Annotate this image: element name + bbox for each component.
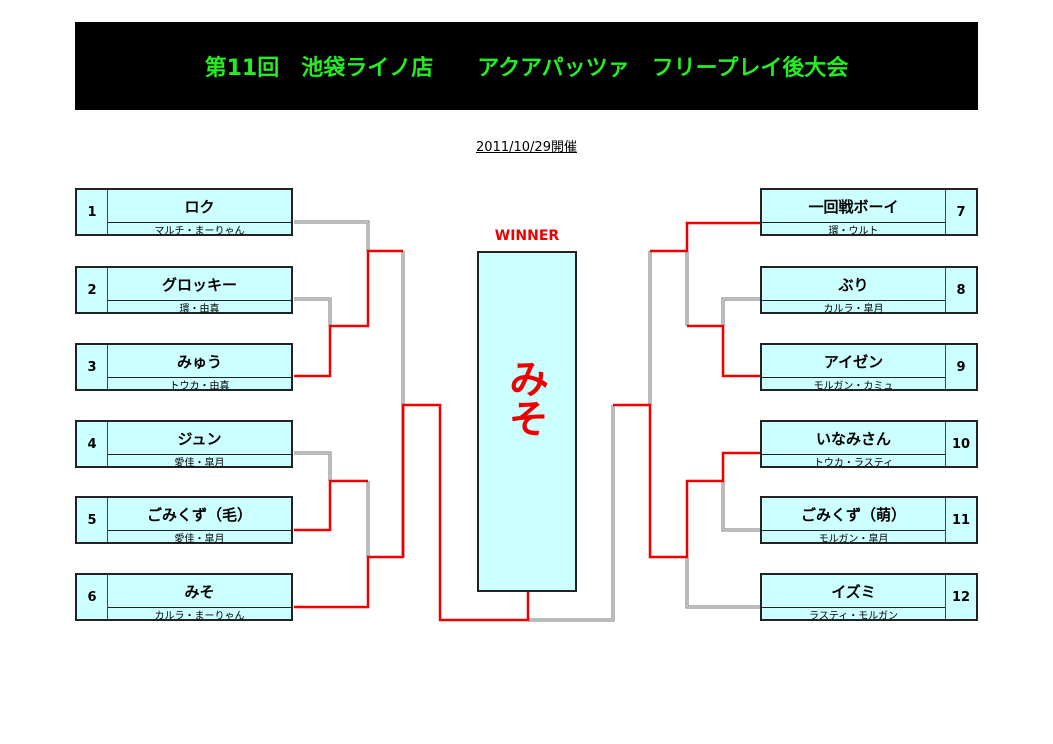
seed-number: 4 <box>77 422 108 466</box>
team-members: カルラ・皐月 <box>823 304 884 315</box>
seed-number: 7 <box>945 190 976 234</box>
seed-number: 2 <box>77 268 108 312</box>
event-date: 2011/10/29開催 <box>476 140 577 155</box>
tournament-title-bar: 第11回 池袋ライノ店 アクアパッツァ フリープレイ後大会 <box>75 22 978 110</box>
tournament-title: 第11回 池袋ライノ店 アクアパッツァ フリープレイ後大会 <box>204 56 849 81</box>
seed-number: 11 <box>945 498 976 542</box>
winner-box: みそ <box>477 251 577 592</box>
team-name: ごみくず（萌） <box>762 498 945 531</box>
seed-number: 8 <box>945 268 976 312</box>
team-members: モルガン・カミュ <box>813 381 894 392</box>
seed-number: 5 <box>77 498 108 542</box>
team-name: イズミ <box>762 575 945 608</box>
team-members: 愛佳・皐月 <box>174 458 225 469</box>
team-members: ラスティ・モルガン <box>809 611 898 622</box>
seed-number: 10 <box>945 422 976 466</box>
seed-number: 9 <box>945 345 976 389</box>
seed-number: 1 <box>77 190 108 234</box>
team-members: 環・由真 <box>179 304 220 315</box>
team-name: ごみくず（毛） <box>108 498 291 531</box>
seed-number: 12 <box>945 575 976 619</box>
team-name: グロッキー <box>108 268 291 301</box>
seed-number: 3 <box>77 345 108 389</box>
team-name: アイゼン <box>762 345 945 378</box>
team-name: ジュン <box>108 422 291 455</box>
team-name: みそ <box>108 575 291 608</box>
winner-label: WINNER <box>494 228 560 244</box>
team-members: トウカ・由真 <box>169 381 230 392</box>
team-members: トウカ・ラスティ <box>813 458 894 469</box>
team-members: 愛佳・皐月 <box>174 534 225 545</box>
team-name: いなみさん <box>762 422 945 455</box>
winner-name: みそ <box>502 358 548 438</box>
team-name: ぶり <box>762 268 945 301</box>
team-members: 環・ウルト <box>828 226 879 237</box>
team-name: みゅう <box>108 345 291 378</box>
seed-number: 6 <box>77 575 108 619</box>
team-name: 一回戦ボーイ <box>762 190 945 223</box>
team-members: モルガン・皐月 <box>818 534 889 545</box>
team-name: ロク <box>108 190 291 223</box>
team-members: マルチ・まーりゃん <box>154 226 245 237</box>
team-members: カルラ・まーりゃん <box>154 611 245 622</box>
